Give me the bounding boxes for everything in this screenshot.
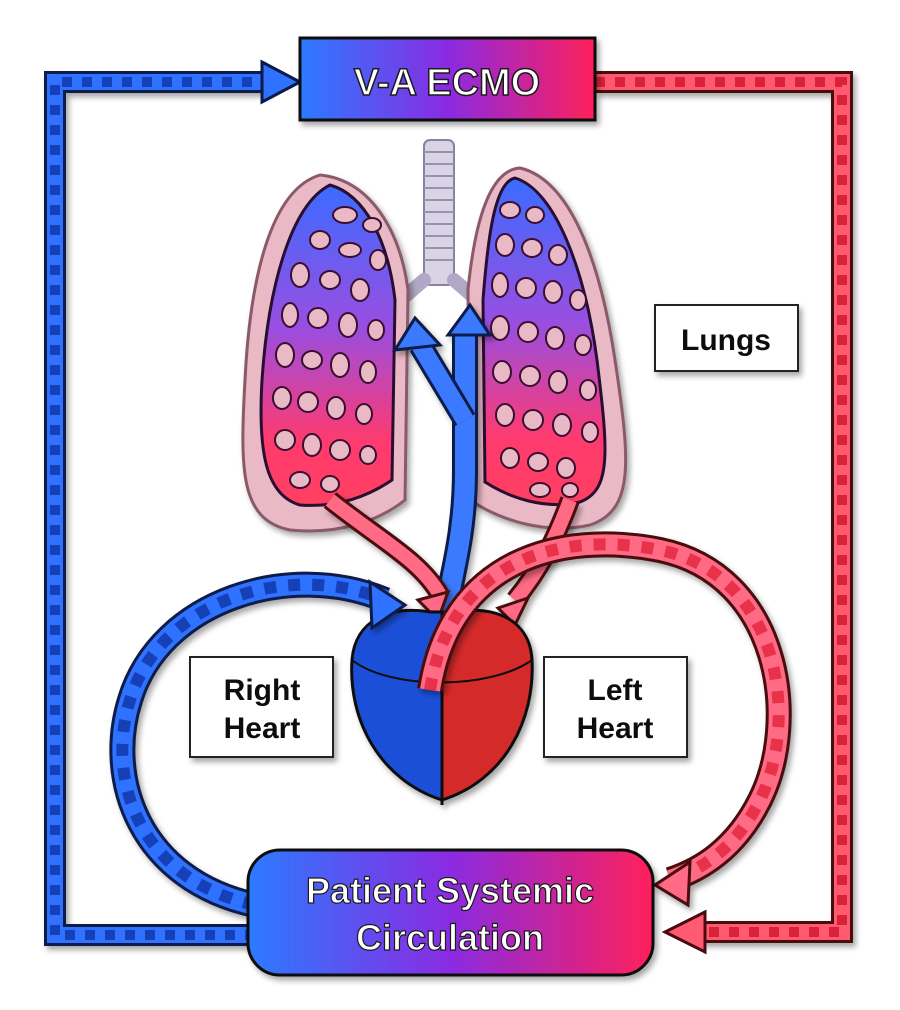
left-heart-label-line1: Left <box>588 674 643 707</box>
arterial-return-arrowhead <box>661 909 707 955</box>
right-heart-label-line2: Heart <box>224 712 301 745</box>
right-heart-label-box: Right Heart <box>189 656 334 758</box>
systemic-circulation-box: Patient Systemic Circulation <box>246 848 655 977</box>
lungs-label: Lungs <box>681 324 771 357</box>
ecmo-title: V-A ECMO <box>354 62 541 104</box>
ecmo-box: V-A ECMO <box>298 36 597 122</box>
right-heart-label-line1: Right <box>224 674 301 707</box>
lung-left <box>241 173 410 533</box>
lung-right <box>466 166 628 530</box>
left-heart-label-line2: Heart <box>577 712 654 745</box>
pulmonary-veins <box>323 492 580 628</box>
systemic-label-line1: Patient Systemic <box>306 870 594 911</box>
venous-drainage-arrowhead <box>260 59 304 105</box>
systemic-venous-return <box>109 571 408 918</box>
lungs-label-box: Lungs <box>654 304 799 372</box>
venous-drainage-line <box>44 71 270 946</box>
heart <box>350 608 534 805</box>
systemic-label-line2: Circulation <box>356 917 544 958</box>
arterial-return-line <box>595 71 853 943</box>
systemic-arterial-outflow <box>417 531 792 908</box>
left-heart-label-box: Left Heart <box>543 656 688 758</box>
